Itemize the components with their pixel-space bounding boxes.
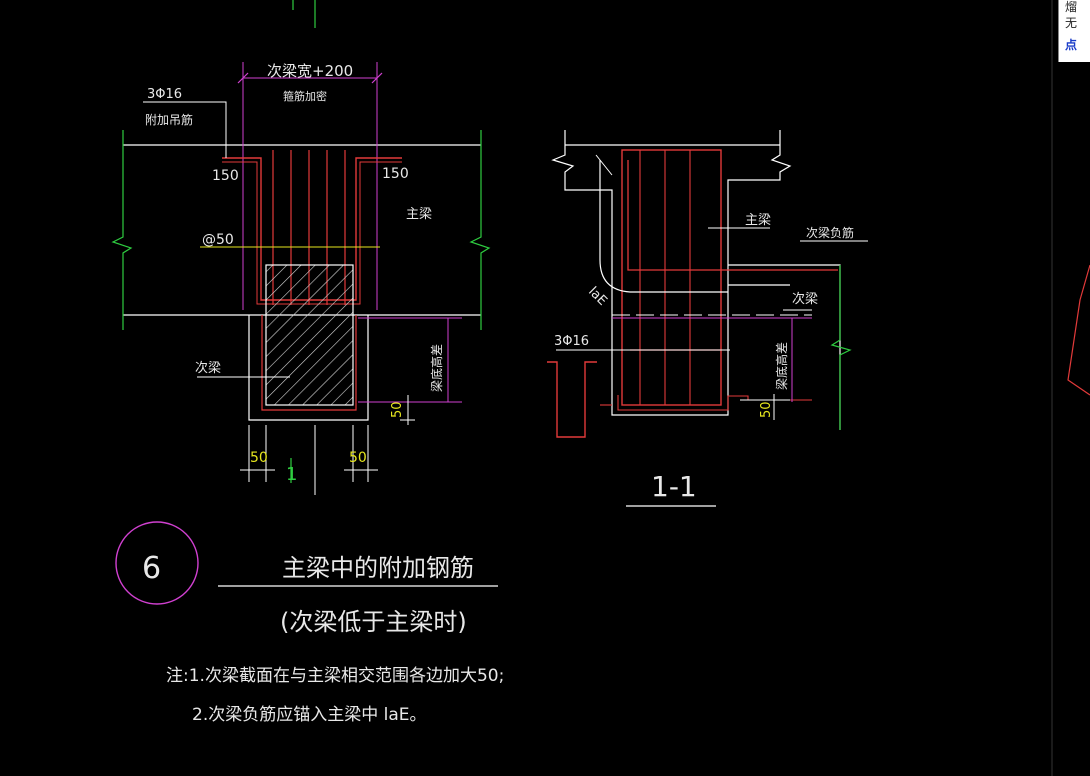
- height-diff-label: 梁底高差: [429, 344, 444, 392]
- note-line-1: 注:1.次梁截面在与主梁相交范围各边加大50;: [166, 666, 504, 686]
- dim-50-vertical-label: 50: [390, 401, 405, 418]
- spacing-label: @50: [202, 232, 234, 248]
- main-beam-label: 主梁: [406, 207, 432, 222]
- section-lae-label: laE: [585, 284, 610, 309]
- secondary-beam-label: 次梁: [195, 360, 221, 376]
- dense-stirrup-label: 箍筋加密: [283, 89, 327, 103]
- side-tooltip-panel[interactable]: 熘 无 点: [1058, 0, 1090, 62]
- left-150-label: 150: [212, 168, 239, 184]
- section-mark-label: 1: [286, 464, 297, 485]
- plan-view: 次梁宽+200 箍筋加密 3Φ16 附加吊筋 150 150 主梁 @50 次梁…: [111, 0, 491, 495]
- section-view: 主梁 次梁负筋 次梁 laE 3Φ16 梁底高差 50 1-1: [547, 130, 868, 507]
- detail-title: 主梁中的附加钢筋: [282, 554, 474, 582]
- width-dim-label: 次梁宽+200: [267, 62, 353, 80]
- red-u-detail: [547, 361, 597, 438]
- main-beam-stirrup: [621, 149, 722, 406]
- detail-number-circle: [115, 521, 199, 605]
- right-150-label: 150: [382, 166, 409, 182]
- left-break-line: [111, 130, 133, 330]
- detail-subtitle: (次梁低于主梁时): [280, 608, 467, 636]
- side-panel-line-1: 熘: [1065, 0, 1078, 14]
- detail-number: 6: [142, 551, 161, 586]
- section-hanger-label: 3Φ16: [554, 334, 589, 349]
- section-neg-rebar-label: 次梁负筋: [806, 225, 854, 240]
- side-panel-line-2: 无: [1065, 16, 1078, 30]
- section-secondary-beam-label: 次梁: [792, 291, 818, 307]
- hanger-name-label: 附加吊筋: [145, 112, 193, 127]
- right-break-line: [469, 130, 491, 330]
- section-dim-50-label: 50: [759, 401, 774, 418]
- notes: 注:1.次梁截面在与主梁相交范围各边加大50; 2.次梁负筋应锚入主梁中 laE…: [166, 666, 504, 725]
- hanger-bar-label: 3Φ16: [147, 87, 182, 102]
- secondary-beam-outline: [248, 315, 369, 421]
- section-title: 1-1: [651, 470, 697, 503]
- section-height-diff-label: 梁底高差: [774, 342, 789, 390]
- section-main-beam-label: 主梁: [745, 213, 771, 228]
- detail-title-block: 6 主梁中的附加钢筋 (次梁低于主梁时): [115, 521, 498, 636]
- dim-50-right-label: 50: [349, 450, 367, 466]
- secondary-beam-hatch: [265, 264, 354, 406]
- partial-shape-right: [1067, 264, 1090, 396]
- note-line-2: 2.次梁负筋应锚入主梁中 laE。: [192, 705, 427, 725]
- dim-50-left-label: 50: [250, 450, 268, 466]
- side-panel-link[interactable]: 点: [1065, 38, 1078, 52]
